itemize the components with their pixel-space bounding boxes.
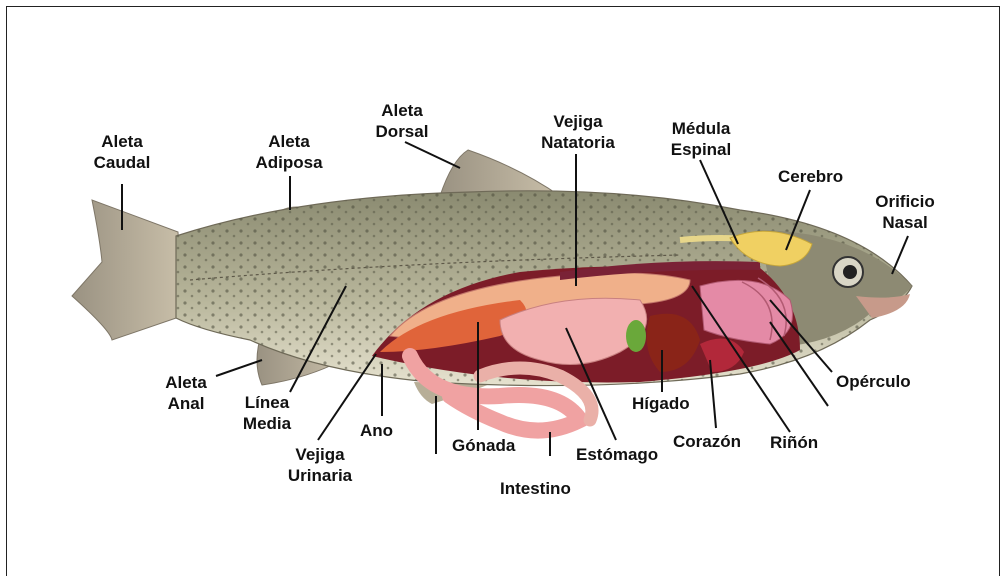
- label-corazon: Corazón: [673, 431, 741, 452]
- label-ano: Ano: [360, 420, 393, 441]
- dorsal-fin: [440, 150, 560, 196]
- caudal-fin: [72, 200, 182, 340]
- label-intestino: Intestino: [500, 478, 571, 499]
- gallbladder: [626, 320, 646, 352]
- label-cerebro: Cerebro: [778, 166, 843, 187]
- label-higado: Hígado: [632, 393, 690, 414]
- label-rinon: Riñón: [770, 432, 818, 453]
- label-gonada: Gónada: [452, 435, 515, 456]
- label-estomago: Estómago: [576, 444, 658, 465]
- label-operculo: Opérculo: [836, 371, 911, 392]
